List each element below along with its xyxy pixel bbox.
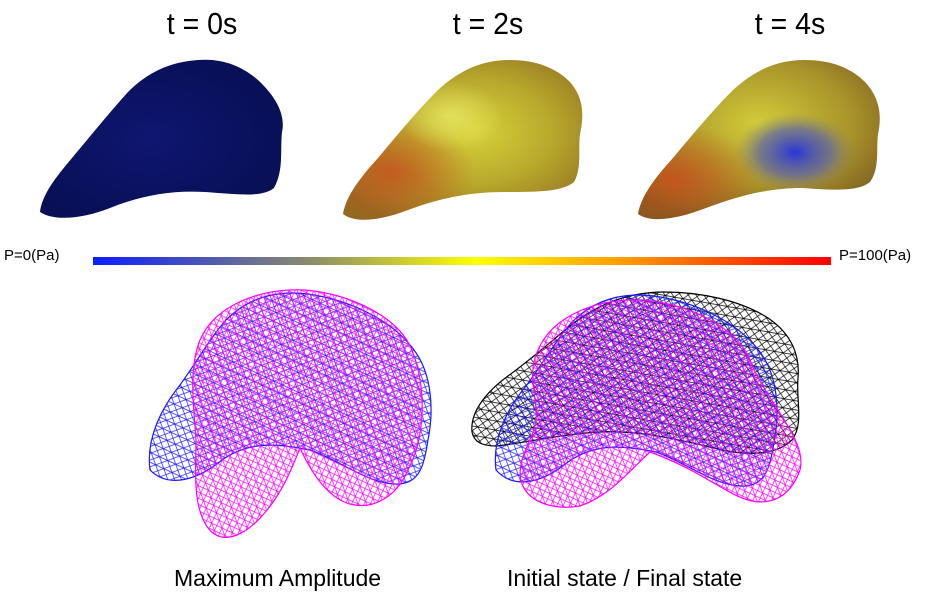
caption-max-amplitude: Maximum Amplitude — [174, 565, 382, 591]
pressure-colorbar — [93, 257, 831, 265]
colorbar-min-label: P=0(Pa) — [4, 247, 60, 264]
mesh-max-amplitude — [148, 289, 432, 538]
colorbar-max-label: P=100(Pa) — [839, 247, 912, 264]
time-label-4s: t = 4s — [754, 6, 826, 41]
caption-initial-final: Initial state / Final state — [507, 565, 743, 591]
mesh-initial-final — [471, 291, 802, 508]
organ-t0 — [40, 59, 283, 218]
organ-t4 — [638, 60, 880, 220]
mesh-panels — [148, 289, 802, 538]
organ-t2 — [343, 60, 583, 220]
time-label-0s: t = 0s — [166, 6, 238, 41]
time-label-2s: t = 2s — [452, 6, 524, 41]
